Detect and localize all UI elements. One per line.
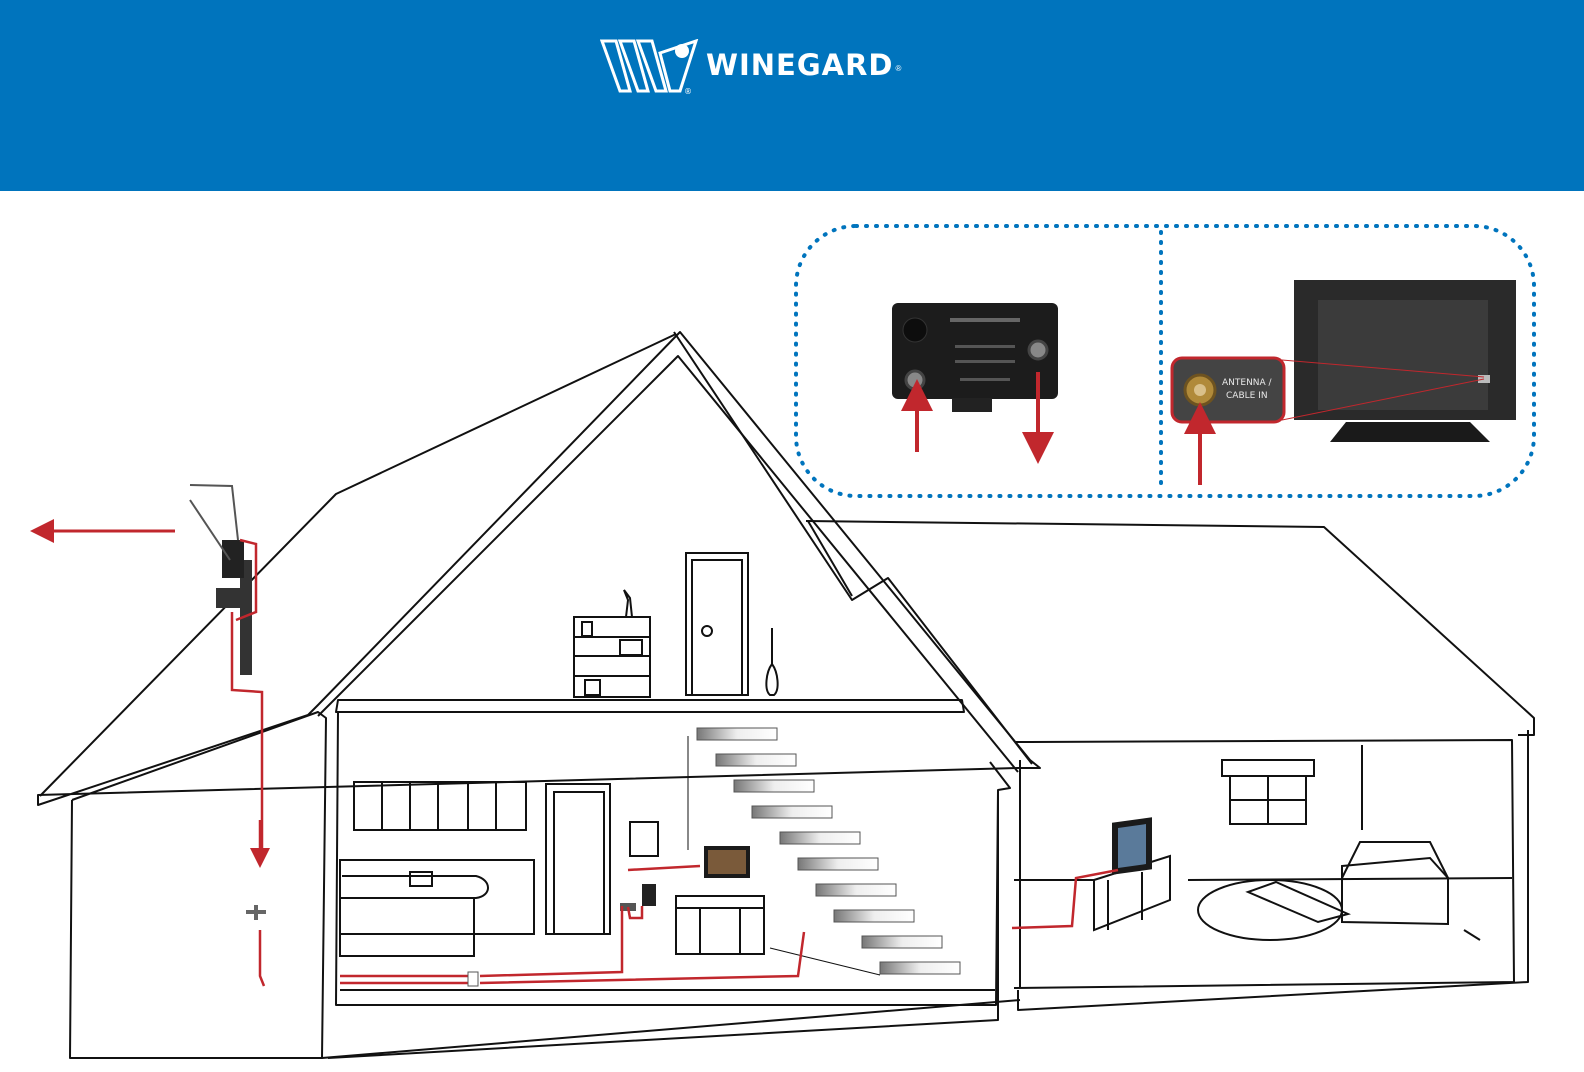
brand-name: WINEGARD <box>706 48 894 82</box>
registered-mark: ® <box>896 64 902 73</box>
brand-logo[interactable]: ® WINEGARD® <box>600 38 901 98</box>
svg-text:®: ® <box>684 87 692 96</box>
living-room-tv <box>1112 817 1152 875</box>
bookshelf <box>574 590 650 697</box>
living-room <box>1014 745 1512 940</box>
desk <box>676 896 764 954</box>
tv-port-label-line2: CABLE IN <box>1226 391 1268 401</box>
kitchen-doorway <box>546 784 610 934</box>
power-inserter-mini <box>620 884 656 911</box>
brand-header: ® WINEGARD® <box>0 0 1584 191</box>
tv-port-label-line1: ANTENNA / <box>1222 378 1273 388</box>
ground-block <box>246 905 266 920</box>
kitchen <box>340 782 534 956</box>
vase <box>766 628 777 695</box>
bedroom-tv <box>704 846 750 878</box>
splitter <box>468 972 478 986</box>
wall-panel <box>630 822 658 856</box>
installation-diagram: ANTENNA / CABLE IN <box>0 191 1584 1072</box>
tv-rear-panel: ANTENNA / CABLE IN <box>1172 280 1516 442</box>
rooftop-antenna <box>190 485 252 675</box>
winegard-w-logo-icon: ® <box>600 39 700 97</box>
loft-door <box>686 553 748 695</box>
